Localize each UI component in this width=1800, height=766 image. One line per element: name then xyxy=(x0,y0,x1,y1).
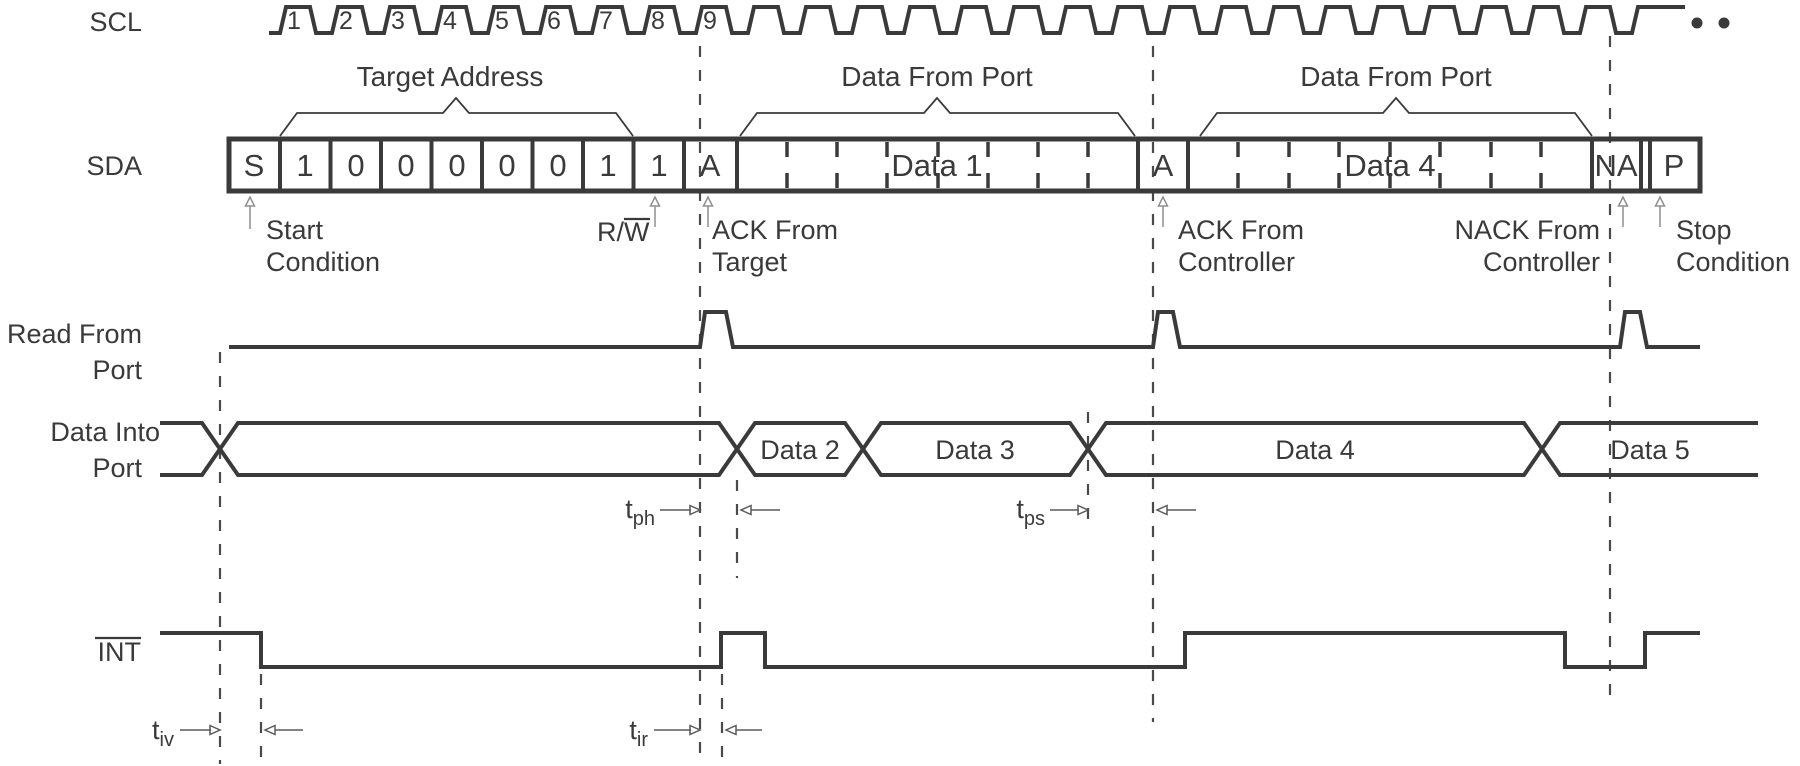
sda-cell-ack-target: A xyxy=(700,148,721,183)
target-address-label: Target Address xyxy=(357,61,544,92)
sda-cell-ack-controller: A xyxy=(1153,148,1174,183)
data1-bit-ticks xyxy=(785,142,1090,188)
data-from-port-label-2: Data From Port xyxy=(1300,61,1492,92)
tir-marker: tir xyxy=(629,715,762,751)
data-from-port-label-1: Data From Port xyxy=(841,61,1033,92)
scl-clock-number-3: 3 xyxy=(391,7,405,35)
start-condition-text-line1: Start xyxy=(266,215,324,245)
sda-cell-stop: P xyxy=(1664,148,1685,183)
rw-bit-arrow xyxy=(649,195,661,227)
scl-clock-number-6: 6 xyxy=(547,7,561,35)
scl-clock-number-9: 9 xyxy=(703,7,717,35)
read-from-port-label-line1: Read From xyxy=(7,319,142,349)
scl-clock-number-1: 1 xyxy=(287,7,301,35)
scl-waveform xyxy=(269,5,1685,35)
data-into-port-segment-data4: Data 4 xyxy=(1275,435,1355,465)
scl-continuation-dot-1 xyxy=(1691,17,1703,29)
scl-signal-label: SCL xyxy=(89,7,142,37)
target-address-brace xyxy=(279,96,634,137)
scl-clock-number-4: 4 xyxy=(443,7,457,35)
nack-from-controller-text-line2: Controller xyxy=(1483,247,1600,277)
sda-cell-bit2: 0 xyxy=(549,148,566,183)
ack-controller-arrow xyxy=(1157,195,1169,227)
sda-cell-data4: Data 4 xyxy=(1344,148,1435,183)
sda-cell-data1: Data 1 xyxy=(891,148,982,183)
sda-cell-nack: NA xyxy=(1594,148,1637,183)
sda-cell-bit3: 0 xyxy=(498,148,515,183)
nack-from-controller-text-line1: NACK From xyxy=(1454,215,1600,245)
sda-cell-start: S xyxy=(244,148,265,183)
scl-clock-number-2: 2 xyxy=(339,7,353,35)
scl-clock-number-8: 8 xyxy=(651,7,665,35)
ack-from-controller-text-line2: Controller xyxy=(1178,247,1295,277)
tph-marker: tph xyxy=(625,494,780,530)
scl-continuation-dot-2 xyxy=(1718,17,1730,29)
ack-from-controller-text-line1: ACK From xyxy=(1178,215,1304,245)
sda-signal-label: SDA xyxy=(86,151,142,181)
svg-text:tiv: tiv xyxy=(152,715,174,751)
read-from-port-waveform xyxy=(229,310,1700,349)
stop-condition-arrow xyxy=(1654,195,1666,227)
start-condition-text-line2: Condition xyxy=(266,247,380,277)
stop-condition-text-line1: Stop xyxy=(1676,215,1732,245)
int-waveform xyxy=(160,631,1700,669)
svg-text:tph: tph xyxy=(625,494,655,530)
scl-clock-numbers: 1 2 3 4 5 6 7 8 9 xyxy=(287,7,717,35)
sda-cell-bit5: 0 xyxy=(397,148,414,183)
stop-condition-text-line2: Condition xyxy=(1676,247,1790,277)
scl-clock-number-7: 7 xyxy=(599,7,613,35)
tiv-marker: tiv xyxy=(152,715,303,751)
rw-text: R/W xyxy=(597,217,650,247)
data-into-port-bus-bottom xyxy=(160,421,1758,477)
data-into-port-label-line2: Port xyxy=(92,453,142,483)
data4-bit-ticks xyxy=(1236,142,1543,188)
data-into-port-label-line1: Data Into xyxy=(50,417,160,447)
svg-text:tps: tps xyxy=(1016,494,1045,530)
ack-from-target-text-line2: Target xyxy=(712,247,788,277)
data-from-port-brace-2 xyxy=(1199,96,1593,137)
data-into-port-segment-data3: Data 3 xyxy=(935,435,1015,465)
data-from-port-brace-1 xyxy=(739,96,1136,137)
ack-target-arrow xyxy=(702,195,714,227)
sda-cell-bit4: 0 xyxy=(448,148,465,183)
start-condition-arrow xyxy=(244,195,256,229)
sda-cell-bit7: 1 xyxy=(296,148,313,183)
read-from-port-label-line2: Port xyxy=(92,355,142,385)
nack-arrow xyxy=(1617,195,1629,227)
tps-marker: tps xyxy=(1016,494,1196,530)
data-into-port-segment-data2: Data 2 xyxy=(760,435,840,465)
data-into-port-segment-data5: Data 5 xyxy=(1610,435,1690,465)
scl-clock-number-5: 5 xyxy=(495,7,509,35)
ack-from-target-text-line1: ACK From xyxy=(712,215,838,245)
int-signal-label: INT xyxy=(98,637,142,667)
sda-cell-bit1: 1 xyxy=(599,148,616,183)
svg-text:tir: tir xyxy=(629,715,648,751)
sda-byte-frame xyxy=(226,136,1703,194)
sda-cell-bit6: 0 xyxy=(347,148,364,183)
sda-cell-rw-bit: 1 xyxy=(650,148,667,183)
